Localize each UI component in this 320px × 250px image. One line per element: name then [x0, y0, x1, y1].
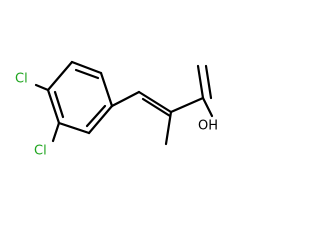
benzene-ring: [46, 60, 114, 135]
ring-bond: [46, 88, 61, 125]
ring-double-bond: [85, 104, 107, 128]
ring-bond: [57, 121, 91, 135]
ring-double-bond: [74, 68, 100, 80]
methyl-bond: [164, 110, 173, 146]
carboxyl-bond: [169, 96, 205, 114]
ring-bond: [99, 71, 114, 108]
vinyl-double-bond: [141, 97, 172, 118]
hydroxyl-bond: [201, 96, 214, 118]
bond-to-cl-top: [34, 83, 50, 92]
hydroxyl-label: OH: [198, 119, 218, 134]
ring-bond: [87, 104, 114, 135]
side-chain: [110, 64, 214, 146]
chlorine-label-top: Cl: [15, 72, 28, 87]
carbonyl-double-bond: [196, 64, 205, 100]
bond-to-cl-bottom: [51, 121, 61, 143]
ring-to-vinyl-bond: [110, 90, 141, 108]
ring-bond: [46, 60, 74, 92]
chlorine-label-bottom: Cl: [34, 144, 47, 159]
vinyl-double-bond: [137, 90, 173, 114]
ring-double-bond: [53, 90, 65, 119]
chemical-structure: Cl Cl OH: [15, 60, 218, 159]
carbonyl-double-bond: [204, 64, 213, 100]
ring-bond: [70, 60, 103, 75]
